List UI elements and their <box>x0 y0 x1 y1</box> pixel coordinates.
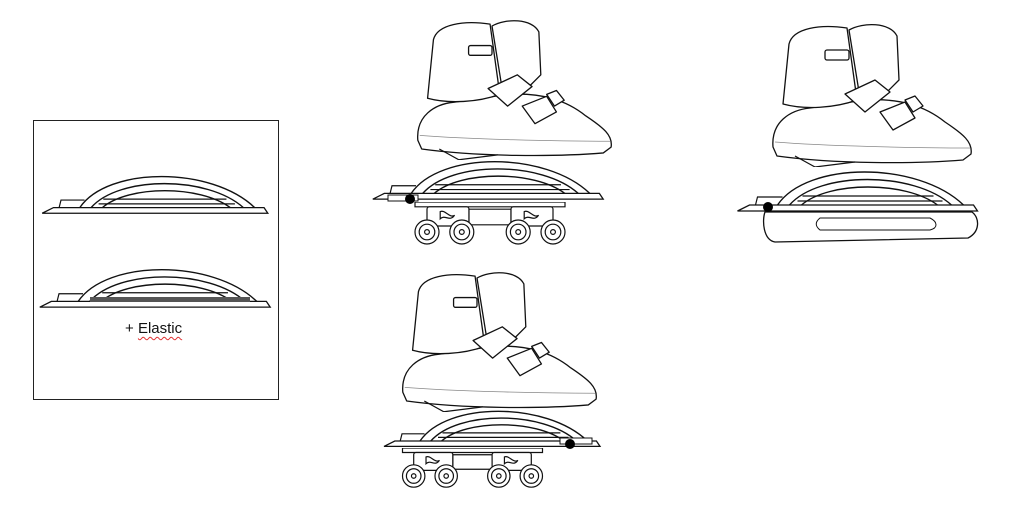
caption-prefix: + <box>125 320 138 337</box>
elastic-comparison-panel <box>33 120 279 400</box>
arch-with-elastic <box>39 269 271 308</box>
caption-word: Elastic <box>137 320 183 337</box>
sled-variant <box>736 23 979 242</box>
elastic-caption: + Elastic <box>125 320 182 337</box>
arch-plain <box>41 175 269 214</box>
pivot-dot <box>565 439 575 449</box>
elastic-band <box>90 297 250 302</box>
pivot-dot <box>763 202 773 212</box>
inline-skate-rear-mount <box>383 272 601 488</box>
pivot-dot <box>405 194 415 204</box>
inline-skate-front-mount <box>372 20 612 245</box>
